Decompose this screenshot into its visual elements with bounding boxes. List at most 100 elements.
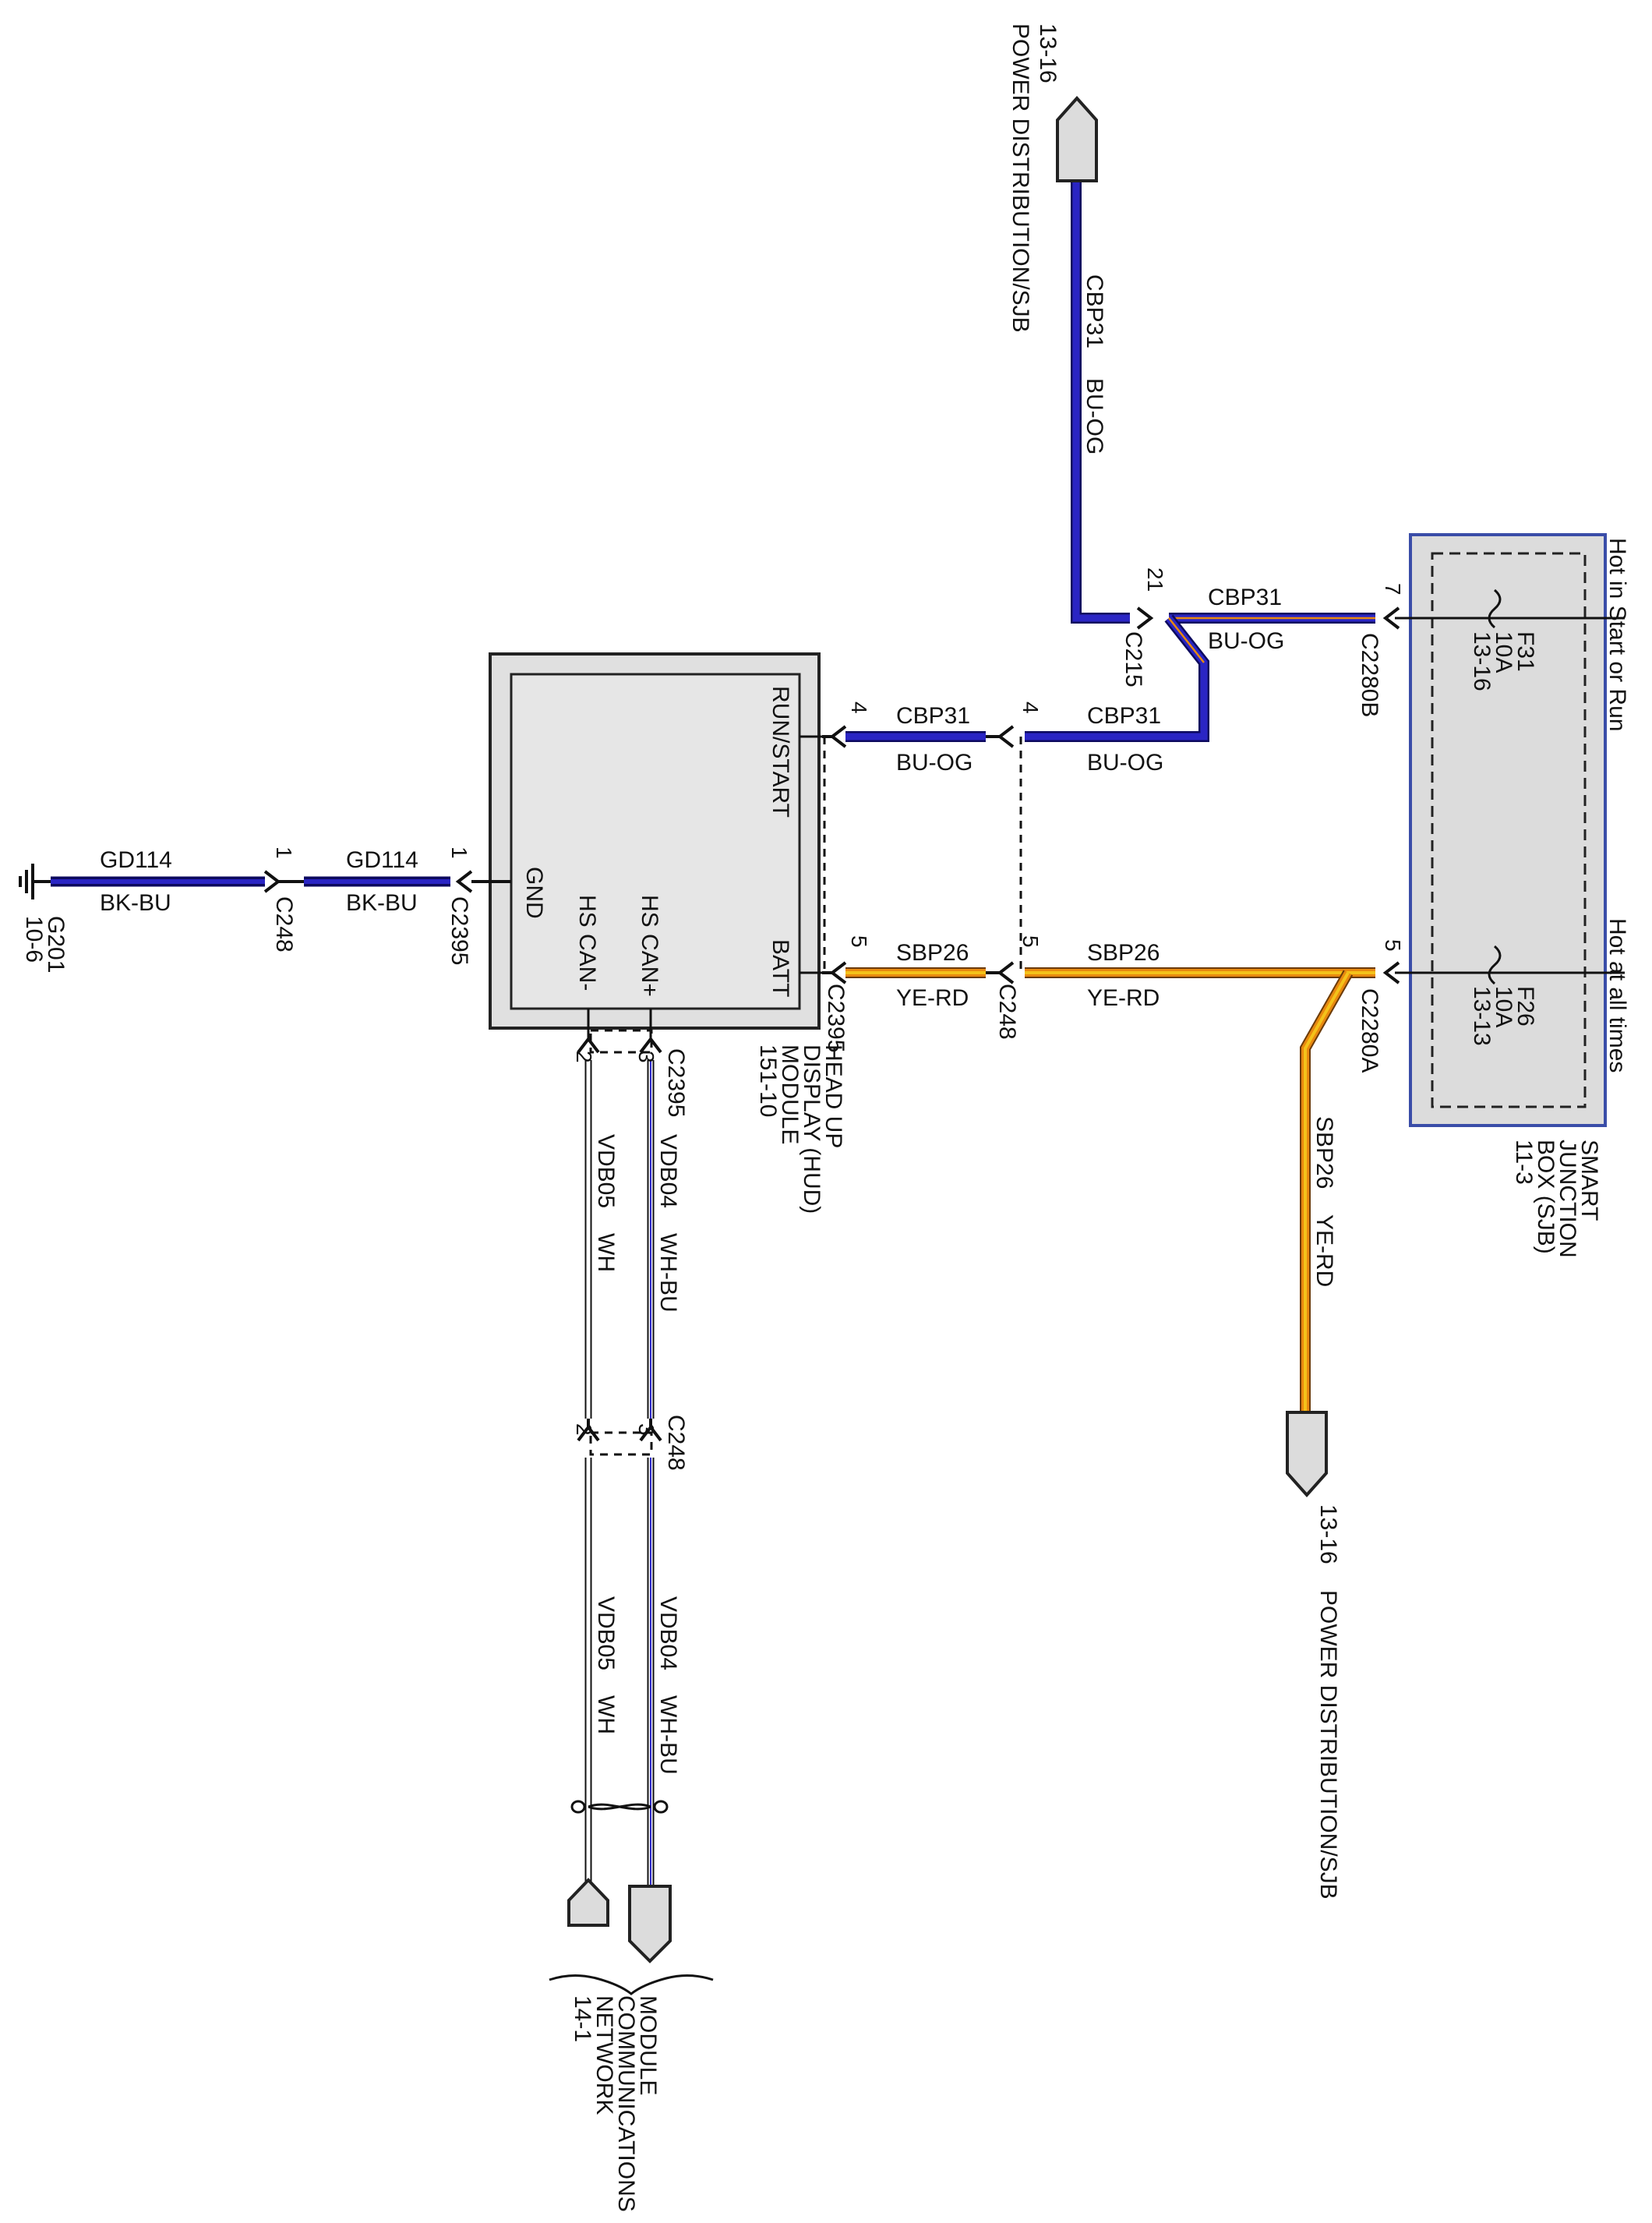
hud-pin-can-plus: HS CAN+ xyxy=(637,895,662,997)
network-line4: 14-1 xyxy=(570,1995,595,2042)
c248-gnd-pin-1: 1 xyxy=(272,846,296,859)
power-bottom-ref: 13-16 xyxy=(1315,1504,1341,1564)
c248-label-batt: C248 xyxy=(994,984,1020,1040)
wire-cbp31-vertical xyxy=(1071,181,1130,624)
sjb-name-line2: JUNCTION xyxy=(1555,1140,1580,1258)
fuse-f31-symbol xyxy=(1488,588,1502,629)
sjb-inner-dashed xyxy=(1431,552,1587,1108)
sbp26-c248-pin-5: 5 xyxy=(1018,935,1043,948)
vdb05-lower-circuit: VDB05 xyxy=(593,1596,619,1670)
connector-marks xyxy=(263,606,1400,1442)
c2395-gnd-pin-1: 1 xyxy=(447,846,471,859)
c248-can-label: C248 xyxy=(663,1415,689,1471)
fuse-f26-rating: 10A xyxy=(1491,986,1516,1027)
network-brace xyxy=(549,1974,714,1995)
sbp26-branch-color: YE-RD xyxy=(1311,1214,1337,1287)
connector-dashes xyxy=(589,737,1022,1456)
c248-gnd-label: C248 xyxy=(271,896,297,952)
hud-pin-can-minus: HS CAN- xyxy=(574,895,600,991)
sbp26-hud-circuit: SBP26 xyxy=(896,940,969,966)
c215-label: C215 xyxy=(1121,631,1146,687)
gd114-hud-color: BK-BU xyxy=(346,890,418,916)
hud-pin-batt: BATT xyxy=(768,939,793,997)
ground-id: G201 xyxy=(43,916,69,973)
vdb05-lower-color: WH xyxy=(593,1695,619,1734)
sjb-pin-5: 5 xyxy=(1381,939,1405,952)
c2395-can-label: C2395 xyxy=(663,1048,689,1117)
hot-all-times-label: Hot at all times xyxy=(1604,918,1630,1073)
cbp31-sjb-color: BU-OG xyxy=(1208,628,1284,654)
hot-start-run-label: Hot in Start or Run xyxy=(1604,538,1630,731)
ground-symbol xyxy=(19,864,51,899)
ground-ref: 10-6 xyxy=(21,916,47,963)
network-line3: NETWORK xyxy=(591,1995,617,2115)
sbp26-branch-circuit: SBP26 xyxy=(1311,1116,1337,1189)
sjb-name-line1: SMART xyxy=(1576,1140,1602,1221)
gd114-ground-circuit: GD114 xyxy=(100,847,172,873)
vdb04-upper-circuit: VDB04 xyxy=(655,1134,681,1208)
fuse-f26-ref: 13-13 xyxy=(1469,986,1495,1046)
vdb05-upper-circuit: VDB05 xyxy=(593,1134,619,1208)
vdb04-lower-circuit: VDB04 xyxy=(655,1596,681,1670)
network-terminal-vdb05 xyxy=(567,1878,609,1927)
sbp26-c248-color: YE-RD xyxy=(1087,985,1160,1011)
hud-name-line3: MODULE xyxy=(777,1044,803,1144)
hud-name-line2: DISPLAY (HUD) xyxy=(799,1044,824,1214)
fuse-f31-id: F31 xyxy=(1513,631,1538,672)
network-line1: MODULE xyxy=(635,1995,661,2095)
fuse-f31-rating: 10A xyxy=(1491,631,1516,673)
fuse-f31-ref: 13-16 xyxy=(1469,631,1495,691)
c2395-can-pin-2: 2 xyxy=(572,1051,596,1063)
power-top-label: POWER DISTRIBUTION/SJB xyxy=(1008,23,1033,333)
vdb04-lower-color: WH-BU xyxy=(655,1695,681,1775)
cbp31-hud-color: BU-OG xyxy=(896,750,972,776)
cbp31-hud-circuit: CBP31 xyxy=(896,703,970,729)
hud-module xyxy=(489,652,821,1030)
hud-name-line1: HEAD UP xyxy=(821,1044,846,1148)
c2395-can-pin-3: 3 xyxy=(634,1051,658,1063)
network-line2: COMMUNICATIONS xyxy=(613,1995,639,2212)
cbp31-c248-pin-4: 4 xyxy=(1018,702,1043,714)
twist-left xyxy=(570,1800,586,1814)
power-bottom-label: POWER DISTRIBUTION/SJB xyxy=(1315,1590,1341,1900)
sjb-pin-7: 7 xyxy=(1381,583,1405,596)
c2280b-label: C2280B xyxy=(1357,633,1382,717)
gd114-ground-color: BK-BU xyxy=(100,890,171,916)
vdb04-upper-color: WH-BU xyxy=(655,1233,681,1313)
twisted-pair-symbol xyxy=(588,1803,651,1811)
c215-pin-21: 21 xyxy=(1143,567,1167,592)
sjb-name-line4: 11-3 xyxy=(1511,1140,1537,1185)
power-bottom-terminal xyxy=(1286,1411,1328,1498)
sbp26-c248-circuit: SBP26 xyxy=(1087,940,1160,966)
fuse-f26-symbol xyxy=(1488,945,1502,985)
hud-inner-box xyxy=(510,673,801,1010)
cbp31-c248-circuit: CBP31 xyxy=(1087,703,1161,729)
network-terminal-vdb04 xyxy=(628,1885,672,1963)
c2280a-label: C2280A xyxy=(1357,988,1382,1073)
cbp31-vertical-color: BU-OG xyxy=(1082,378,1107,454)
cbp31-c248-color: BU-OG xyxy=(1087,750,1163,776)
wire-cbp31-dogleg xyxy=(1025,614,1209,742)
cbp31-c2395-pin-4: 4 xyxy=(847,702,871,714)
c248-can-pin-2: 2 xyxy=(572,1423,596,1436)
c248-can-pin-3: 3 xyxy=(634,1423,658,1436)
sjb-name-line3: BOX (SJB) xyxy=(1533,1140,1558,1254)
sjb-outline xyxy=(1409,533,1607,1127)
hud-pin-gnd: GND xyxy=(521,867,547,919)
twist-right xyxy=(653,1800,669,1814)
power-top-ref: 13-16 xyxy=(1035,23,1061,83)
sbp26-c2395-pin-5: 5 xyxy=(847,935,871,948)
hud-name-line4: 151-10 xyxy=(755,1044,781,1117)
cbp31-vertical-circuit: CBP31 xyxy=(1082,274,1107,348)
fuse-f26-id: F26 xyxy=(1513,986,1538,1027)
cbp31-sjb-circuit: CBP31 xyxy=(1208,585,1282,610)
power-top-terminal xyxy=(1056,95,1098,182)
gd114-hud-circuit: GD114 xyxy=(346,847,418,873)
c2395-gnd-label: C2395 xyxy=(447,896,472,965)
c2395-label-batt: C2395 xyxy=(823,984,849,1052)
sbp26-hud-color: YE-RD xyxy=(896,985,969,1011)
wire-sbp26-branch xyxy=(1300,970,1354,1412)
smart-junction-box xyxy=(1409,533,1607,1127)
hud-pin-run-start: RUN/START xyxy=(768,686,793,818)
